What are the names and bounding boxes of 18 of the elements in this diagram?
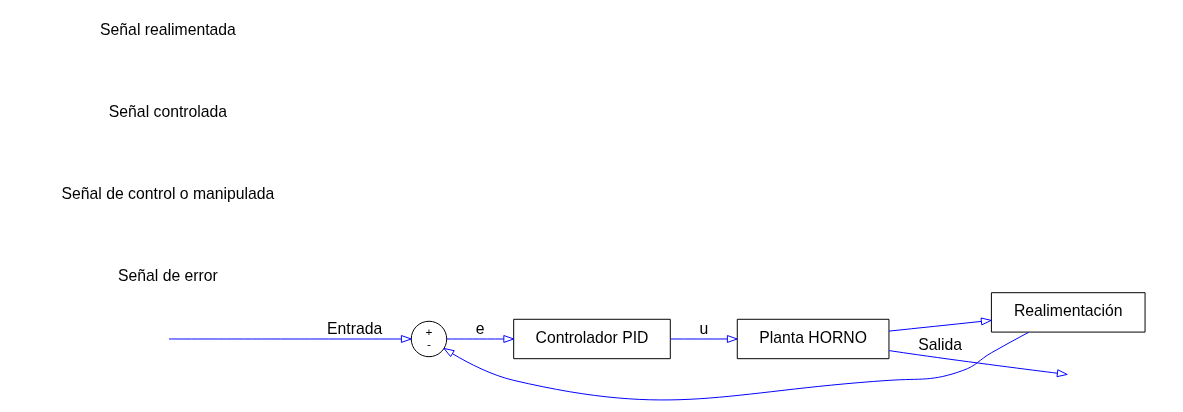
edge-label: Entrada — [327, 319, 383, 337]
arrow — [443, 331, 1030, 401]
label: Señal de error — [118, 266, 218, 284]
label: Señal controlada — [108, 103, 228, 121]
node-box: Planta HORNO — [736, 318, 890, 360]
arrow — [888, 317, 992, 332]
node-circle: + - — [410, 320, 448, 358]
arrow — [168, 335, 412, 343]
arrow — [446, 335, 515, 343]
arrow — [888, 350, 1068, 378]
label: Señal de control o manipulada — [61, 184, 275, 202]
label: Señal realimentada — [100, 21, 236, 39]
edge-label: u — [699, 319, 709, 337]
edge-label: e — [475, 319, 485, 337]
node-box: Controlador PID — [513, 318, 671, 360]
arrow — [670, 335, 738, 343]
edge-label: Salida — [918, 335, 963, 353]
node-box: Realimentación — [990, 292, 1146, 333]
